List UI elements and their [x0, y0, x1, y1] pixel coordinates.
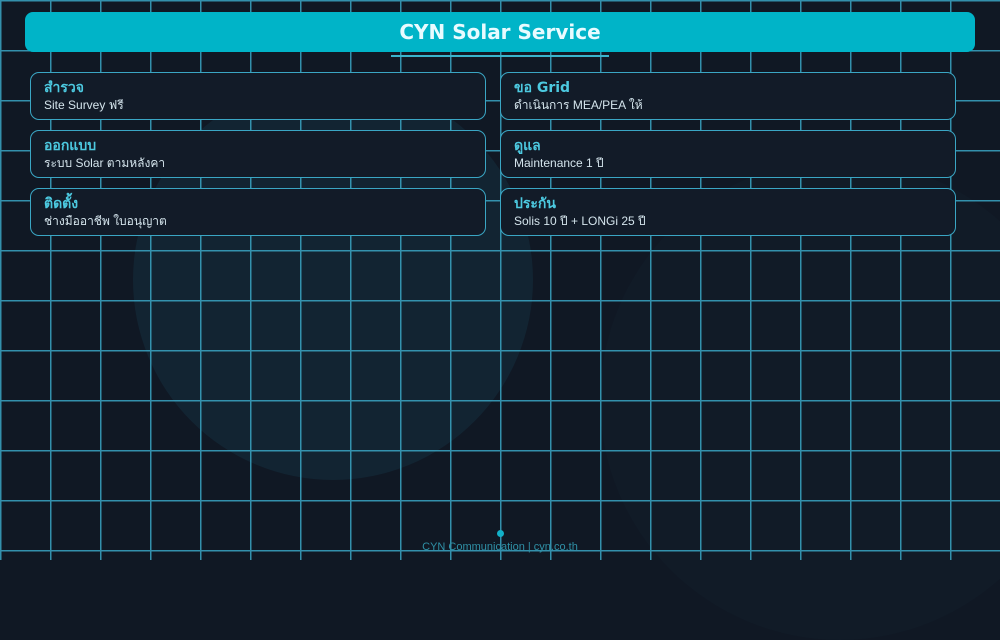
card-title: ประกัน: [514, 196, 556, 212]
footer-credit: CYN Communication | cyn.co.th: [422, 541, 578, 553]
header-banner: CYN Solar Service: [25, 12, 975, 52]
card-description: ดำเนินการ MEA/PEA ให้: [514, 98, 643, 112]
card-title: สำรวจ: [44, 80, 84, 96]
service-card-maintenance: ดูแล Maintenance 1 ปี: [500, 130, 956, 178]
footer-dot-icon: [497, 530, 504, 537]
card-description: ระบบ Solar ตามหลังคา: [44, 156, 166, 170]
card-title: ติดตั้ง: [44, 196, 79, 212]
card-description: Maintenance 1 ปี: [514, 156, 604, 170]
title-underline: [391, 55, 609, 57]
card-title: ขอ Grid: [514, 80, 571, 96]
service-card-grid: ขอ Grid ดำเนินการ MEA/PEA ให้: [500, 72, 956, 120]
service-card-survey: สำรวจ Site Survey ฟรี: [30, 72, 486, 120]
service-card-warranty: ประกัน Solis 10 ปี + LONGi 25 ปี: [500, 188, 956, 236]
service-card-design: ออกแบบ ระบบ Solar ตามหลังคา: [30, 130, 486, 178]
card-title: ดูแล: [514, 138, 541, 154]
service-card-install: ติดตั้ง ช่างมืออาชีพ ใบอนุญาต: [30, 188, 486, 236]
card-description: ช่างมืออาชีพ ใบอนุญาต: [44, 214, 167, 228]
card-description: Site Survey ฟรี: [44, 98, 124, 112]
card-title: ออกแบบ: [44, 138, 97, 154]
page-title: CYN Solar Service: [399, 20, 601, 44]
card-description: Solis 10 ปี + LONGi 25 ปี: [514, 214, 646, 228]
